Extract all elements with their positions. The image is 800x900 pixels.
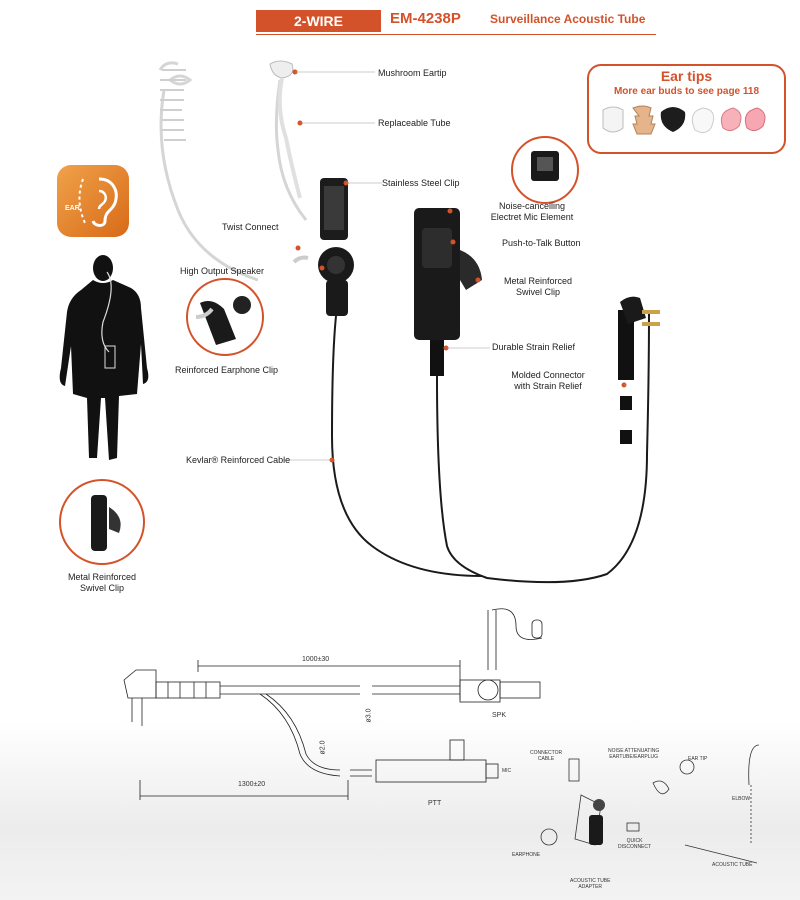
part-noise-attenuating-plug: [652, 780, 670, 795]
exp-connector-line1: CONNECTOR: [530, 750, 563, 756]
part-connector-cable: [568, 758, 580, 782]
dim-top-length: 1000±30: [302, 656, 330, 663]
label-kevlar-cable: Kevlar® Reinforced Cable: [186, 455, 291, 465]
exp-earphone: EARPHONE: [512, 852, 541, 858]
swivel-clip-detail-circle: [59, 479, 145, 565]
left-swivel-line1: Metal Reinforced: [67, 572, 137, 582]
label-replaceable-tube: Replaceable Tube: [378, 118, 451, 128]
label-durable-strain-relief: Durable Strain Relief: [492, 342, 576, 352]
callout-lines: [283, 71, 626, 461]
molded-connector: [618, 310, 634, 380]
ear-tip-white-hook-icon: [691, 107, 715, 134]
exp-quick-line1: QUICK: [626, 838, 643, 844]
acoustic-tube-coils: [160, 69, 186, 141]
ptt-button: [422, 228, 452, 268]
dim-diameter-3: ø3.0: [365, 708, 373, 723]
metal-swivel-line2: Swivel Clip: [515, 287, 560, 297]
exp-noise-line1: NOISE ATTENUATING: [608, 748, 660, 754]
part-ear-tip: [679, 759, 695, 775]
noise-cancelling-line2: Electret Mic Element: [490, 212, 574, 222]
part-acoustic-tube: [684, 844, 758, 864]
background-gradient: [0, 720, 800, 900]
exp-connector-line2: CABLE: [537, 756, 555, 762]
label-push-to-talk: Push-to-Talk Button: [502, 238, 581, 248]
molded-connector-line1: Molded Connector: [511, 370, 585, 380]
connector-pin-2: [642, 322, 660, 326]
connector-pin-1: [642, 310, 660, 314]
label-mushroom-eartip: Mushroom Eartip: [378, 68, 447, 78]
exp-noise-attenuating: NOISE ATTENUATING EARTUBE/EARPLUG: [608, 748, 659, 760]
ptt-swivel-clip: [460, 250, 482, 290]
earphone-body: [326, 280, 348, 316]
exp-noise-line2: EARTUBE/EARPLUG: [609, 754, 659, 760]
noise-cancelling-line1: Noise-cancelling: [498, 201, 566, 211]
earphone-clip-detail-circle: [186, 278, 264, 356]
ear-tip-beige-icon: [632, 105, 656, 135]
ear-tip-black-icon: [660, 107, 686, 132]
exp-quick-disconnect: QUICK DISCONNECT: [618, 838, 651, 850]
part-earphone: [540, 828, 558, 846]
dim-bottom-length: 1300±20: [238, 781, 266, 788]
ear-tips-title: Ear tips: [660, 68, 713, 84]
drawing-ptt-label: PTT: [428, 800, 442, 807]
exploded-parts-diagram: [540, 744, 760, 864]
molded-connector-line2: with Strain Relief: [514, 381, 582, 391]
exp-acoustic-tube-adapter: ACOUSTIC TUBE ADAPTER: [570, 878, 610, 890]
label-stainless-steel-clip: Stainless Steel Clip: [382, 178, 460, 188]
label-noise-cancelling: Noise-cancelling Electret Mic Element: [476, 201, 588, 223]
label-twist-connect: Twist Connect: [222, 222, 279, 232]
left-swivel-line2: Swivel Clip: [79, 583, 124, 593]
label-metal-swivel: Metal Reinforced Swivel Clip: [498, 276, 578, 298]
label-high-output-speaker: High Output Speaker: [180, 266, 265, 276]
drawing-connector: [123, 669, 157, 699]
ear-wear-icon: EAR: [57, 165, 129, 237]
header-rule: [256, 34, 656, 35]
ear-tips-images: [602, 105, 766, 135]
ptt-strain-relief: [430, 340, 444, 376]
left-swivel-clip-label: Metal Reinforced Swivel Clip: [50, 572, 154, 594]
dim-diameter-2: ø2.0: [319, 740, 327, 755]
ptt-body: [414, 208, 460, 340]
exp-ear-tip: EAR TIP: [688, 756, 708, 762]
label-molded-connector: Molded Connector with Strain Relief: [498, 370, 598, 392]
exp-connector-cable: CONNECTOR CABLE: [530, 750, 562, 762]
exp-adapter-line2: ADAPTER: [578, 884, 603, 890]
mic-detail-circle: [511, 136, 579, 204]
ear-tip-clear-icon: [602, 106, 624, 133]
product-description: Surveillance Acoustic Tube: [490, 12, 646, 26]
part-quick-disconnect: [626, 822, 640, 832]
metal-swivel-line1: Metal Reinforced: [503, 276, 573, 286]
coiled-acoustic-tube: [158, 61, 308, 282]
part-elbow: [748, 744, 760, 786]
earpiece-illustration: [158, 60, 660, 584]
ptt-cable: [436, 313, 650, 584]
exp-elbow: ELBOW: [732, 796, 751, 802]
replaceable-tube: [277, 77, 302, 199]
model-number: EM-4238P: [390, 10, 461, 27]
ear-tips-box: Ear tips More ear buds to see page 118: [587, 64, 786, 154]
person-silhouette-icon: [59, 255, 149, 460]
mushroom-eartip: [269, 60, 294, 79]
earphone-cable: [330, 315, 483, 577]
drawing-spk-label: SPK: [492, 712, 507, 719]
drawing-mic-label: MIC: [502, 768, 512, 774]
label-reinforced-earphone-clip: Reinforced Earphone Clip: [175, 365, 279, 375]
wire-type-tag: 2-WIRE: [256, 10, 381, 32]
ear-icon-label: EAR: [65, 205, 80, 212]
exp-quick-line2: DISCONNECT: [618, 844, 652, 850]
twist-connect: [292, 255, 309, 264]
ear-tips-subtitle: More ear buds to see page 118: [613, 86, 760, 97]
drawing-speaker: [459, 679, 501, 703]
exp-adapter-line1: ACOUSTIC TUBE: [570, 878, 611, 884]
drawing-strain-relief: [155, 681, 221, 699]
drawing-tube: [487, 610, 497, 670]
technical-drawing: [123, 608, 543, 800]
exp-acoustic-tube: ACOUSTIC TUBE: [712, 862, 753, 868]
drawing-ptt: [375, 759, 487, 783]
ear-outline-icon: [78, 177, 118, 227]
ear-tip-pink-right-icon: [744, 107, 766, 132]
ear-tip-pink-left-icon: [720, 107, 742, 132]
